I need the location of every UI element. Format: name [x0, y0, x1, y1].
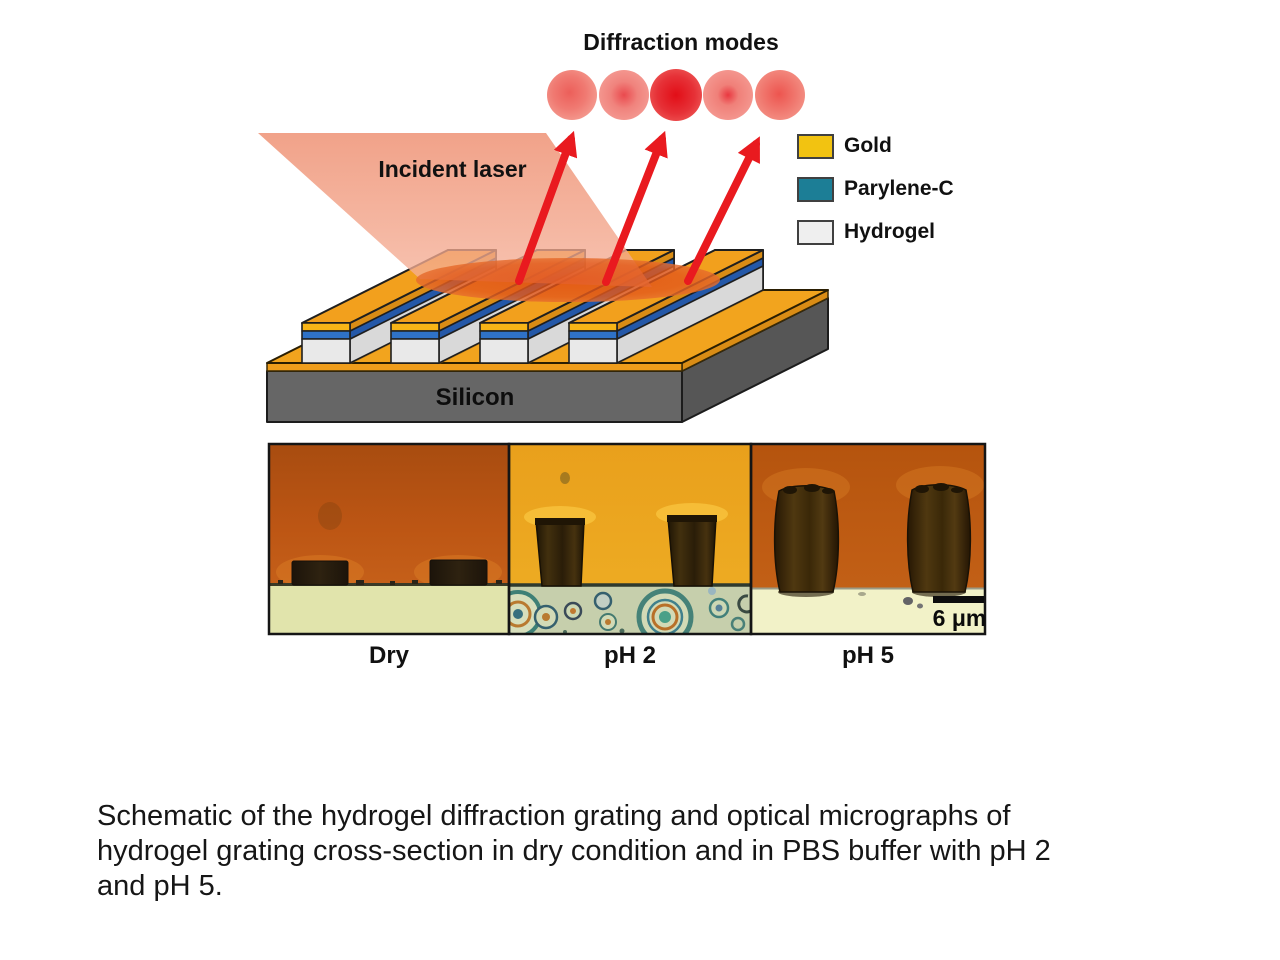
panel-label-dry: Dry [368, 642, 410, 669]
legend-label-gold: Gold [844, 134, 892, 157]
parylene-swatch-icon [797, 177, 834, 202]
panel-label-ph2: pH 2 [603, 642, 656, 669]
silicon-label: Silicon [435, 384, 515, 411]
diffracted-beam-arrows [515, 130, 760, 286]
diffraction-dot-2 [599, 70, 649, 120]
caption-line-2: hydrogel grating cross-section in dry co… [97, 835, 1051, 867]
caption-line-1: Schematic of the hydrogel diffraction gr… [97, 800, 1011, 832]
ph5-pillar-top-texture [783, 483, 963, 494]
panel-label-ph5: pH 5 [841, 642, 894, 669]
micrograph-ph2 [509, 444, 751, 634]
dry-grating-bump-2 [429, 559, 488, 586]
diffraction-modes-title: Diffraction modes [583, 29, 779, 55]
ph5-pillar-1 [773, 485, 840, 593]
ph5-pillar-2 [906, 484, 972, 593]
diffraction-dot-1 [547, 70, 597, 120]
micrograph-ph5 [751, 444, 985, 634]
silicon-front-face [266, 370, 683, 423]
diffraction-dots [547, 69, 805, 121]
micrograph-dry [269, 444, 509, 634]
hydrogel-swatch-icon [797, 220, 834, 245]
legend-label-hydrogel: Hydrogel [844, 220, 936, 243]
diffracted-arrow-2 [602, 130, 668, 286]
diffracted-arrow-1 [515, 130, 578, 285]
laser-spot [416, 258, 720, 302]
micrograph-borders [267, 442, 987, 636]
interference-rings [509, 587, 751, 634]
diffracted-arrow-3 [684, 136, 760, 285]
caption-line-3: and pH 5. [97, 870, 223, 902]
scale-bar [933, 596, 984, 603]
legend-label-parylene: Parylene-C [844, 177, 954, 200]
diffraction-dot-4 [703, 70, 753, 120]
ph2-pillar-1-cap [535, 518, 585, 525]
diagram-graphics [258, 69, 987, 636]
ph2-pillar-2 [667, 517, 717, 587]
gold-plate-front [266, 362, 683, 372]
ph2-pillar-2-cap [667, 515, 717, 522]
scale-bar-label: 6 μm [932, 605, 987, 631]
diffraction-dot-5 [755, 70, 805, 120]
diffraction-dot-3 [650, 69, 702, 121]
ph2-pillar-1 [535, 520, 585, 587]
dry-substrate [269, 586, 509, 634]
gold-swatch-icon [797, 134, 834, 159]
incident-laser-beam [258, 133, 652, 287]
dry-grating-bump-1 [291, 560, 349, 586]
incident-laser-label: Incident laser [378, 156, 527, 182]
